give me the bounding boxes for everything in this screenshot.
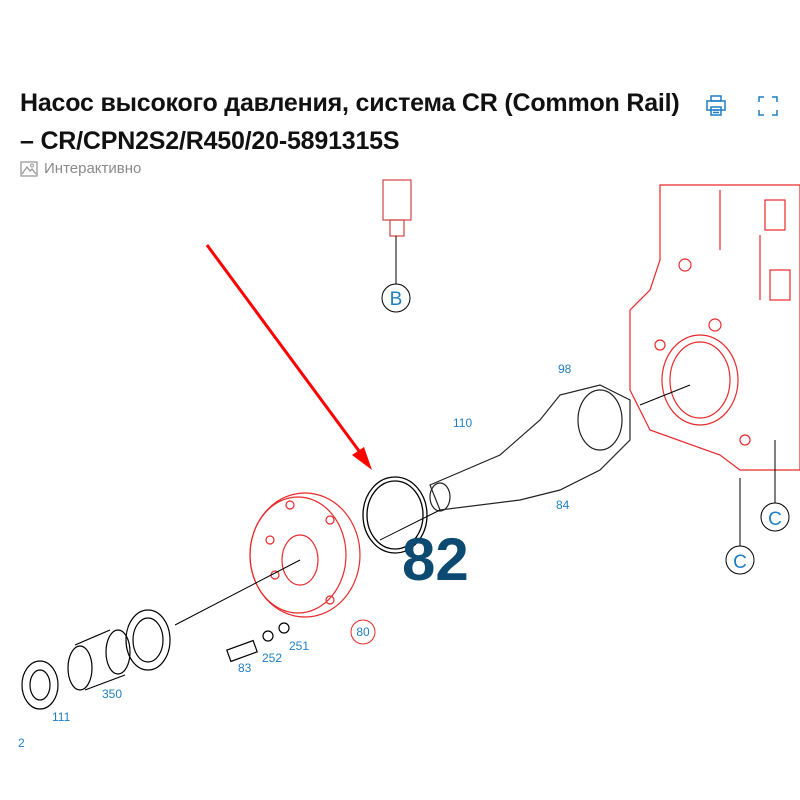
part-label-84[interactable]: 84 xyxy=(556,498,570,512)
fullscreen-button[interactable] xyxy=(756,94,780,118)
interactive-label: Интерактивно xyxy=(44,160,142,177)
print-button[interactable] xyxy=(704,94,728,118)
pump-housing xyxy=(629,184,800,471)
highlight-part-number: 82 xyxy=(402,526,469,593)
part-82-oring[interactable] xyxy=(362,476,428,554)
part-label-80[interactable]: 80 xyxy=(350,619,376,645)
print-icon xyxy=(706,95,726,116)
callout-c-2[interactable]: C xyxy=(760,502,790,532)
highlight-arrow xyxy=(205,244,372,470)
part-label-111[interactable]: 111 xyxy=(52,710,71,724)
part-label-252[interactable]: 252 xyxy=(262,651,282,665)
svg-text:B: B xyxy=(390,289,403,310)
svg-text:C: C xyxy=(768,509,782,530)
part-label-83[interactable]: 83 xyxy=(238,661,252,675)
part-label-98[interactable]: 98 xyxy=(558,362,572,376)
exploded-diagram[interactable]: B C C 82 98 110 84 80 251 252 83 350 111… xyxy=(0,175,800,800)
svg-text:80: 80 xyxy=(356,625,370,639)
part-84-shaft[interactable] xyxy=(429,384,631,512)
callout-b[interactable]: B xyxy=(381,283,411,313)
part-label-350[interactable]: 350 xyxy=(102,687,122,701)
part-80-flange[interactable] xyxy=(249,492,361,618)
callout-c-1[interactable]: C xyxy=(725,545,755,575)
part-label-110[interactable]: 110 xyxy=(453,416,472,430)
page-title: Насос высокого давления, система CR (Com… xyxy=(20,89,680,155)
part-label-2[interactable]: 2 xyxy=(18,736,25,750)
svg-text:C: C xyxy=(733,552,747,573)
part-label-251[interactable]: 251 xyxy=(289,639,309,653)
image-icon xyxy=(20,160,38,177)
fullscreen-icon xyxy=(758,96,778,116)
interactive-badge[interactable]: Интерактивно xyxy=(20,160,141,177)
